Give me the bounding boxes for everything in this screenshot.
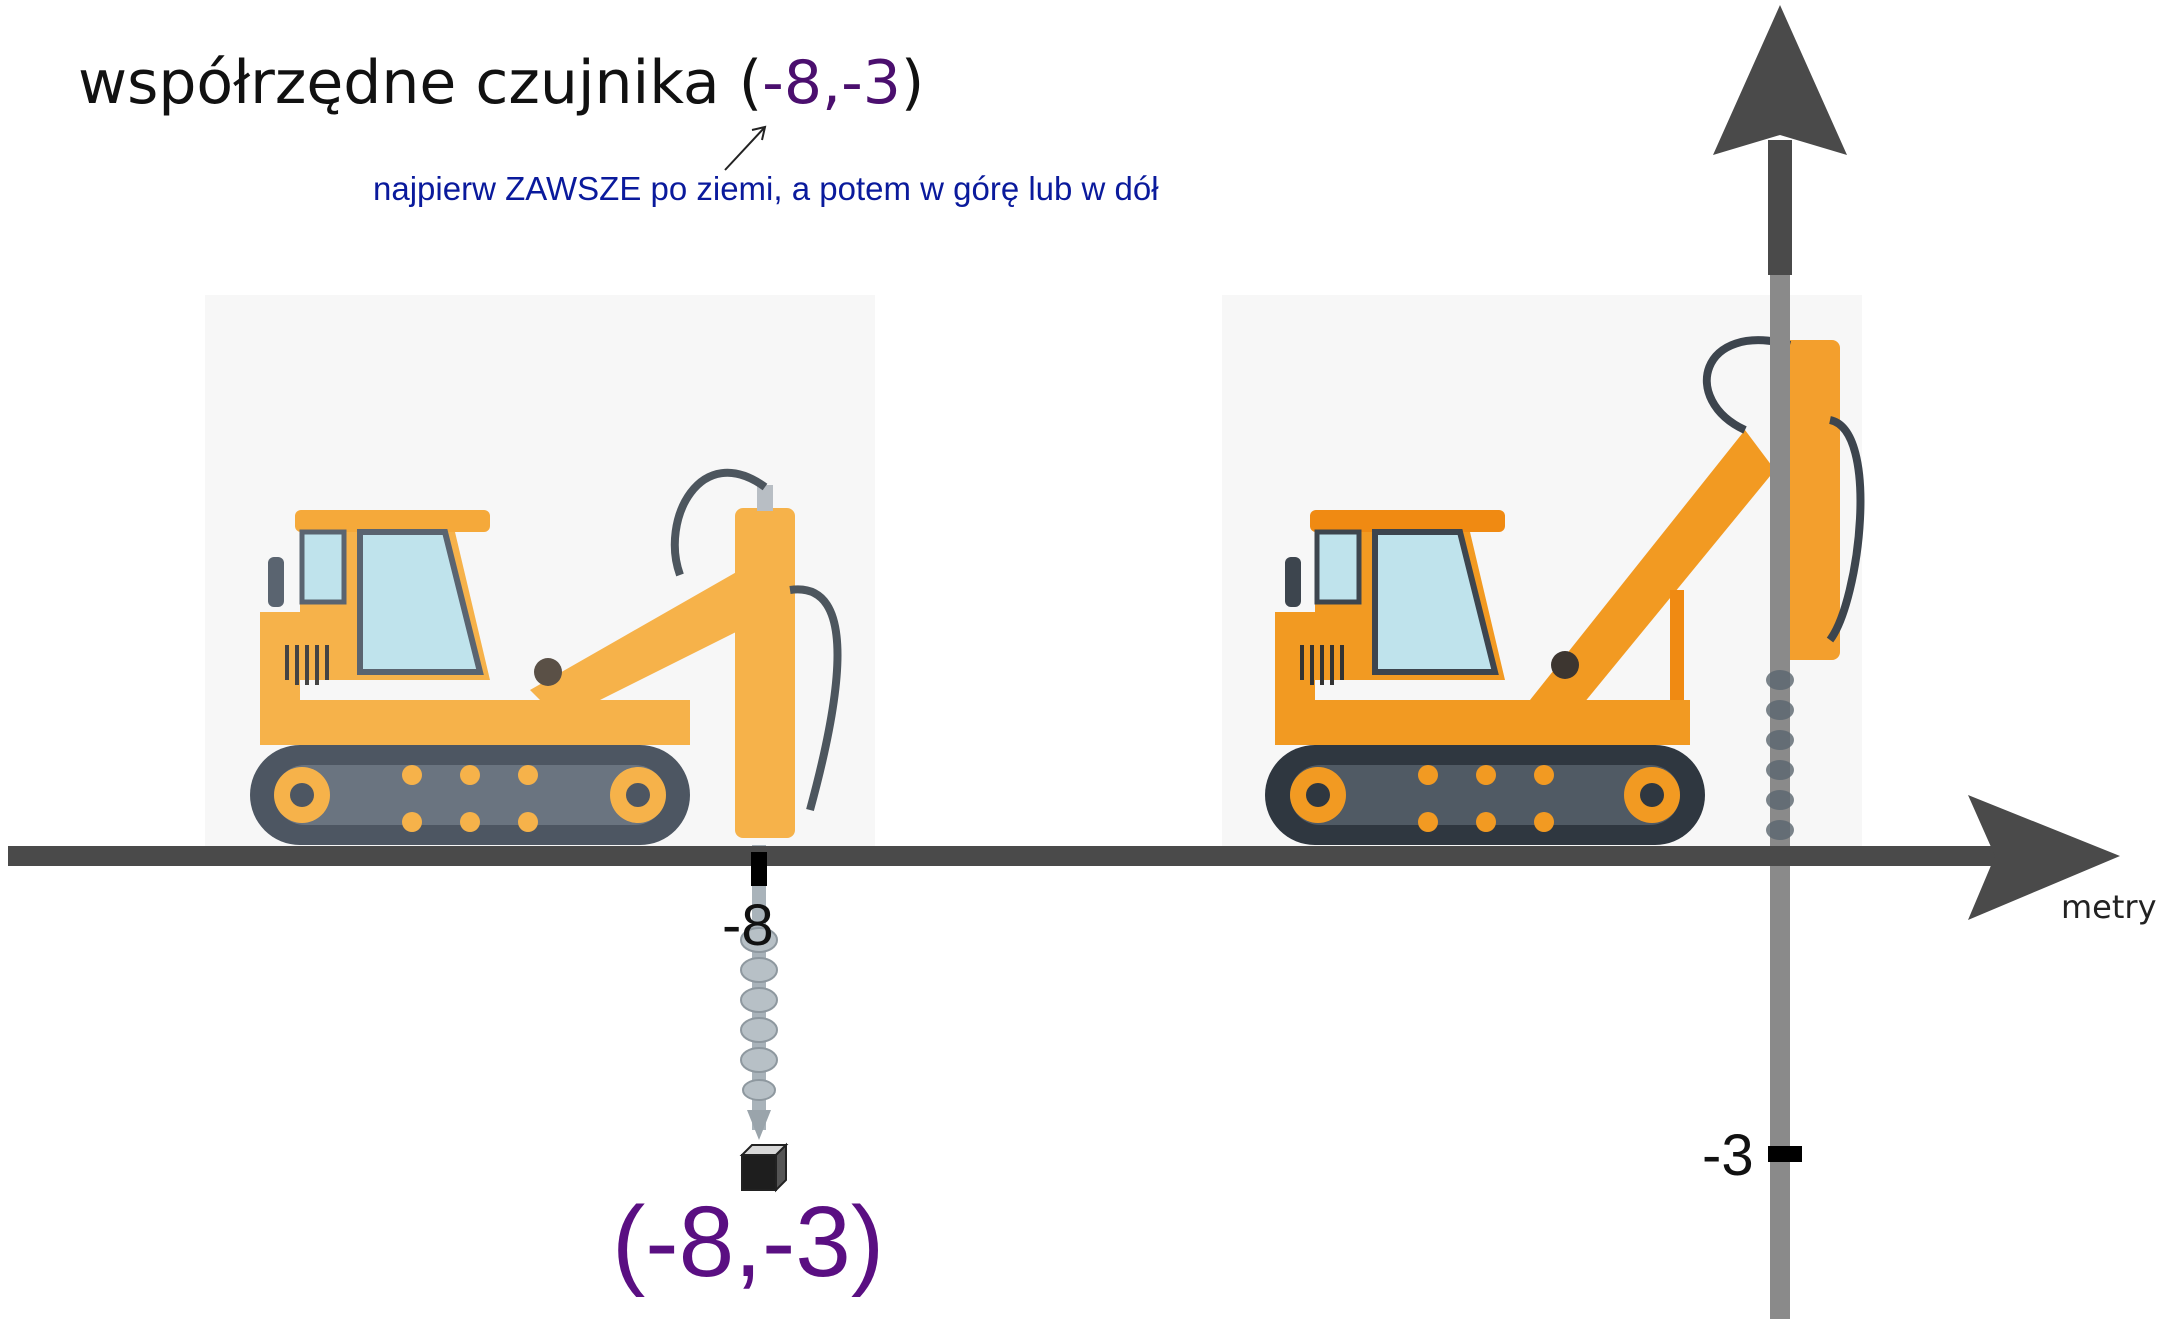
x-axis-unit-label: metry [2061, 888, 2157, 926]
right-auger [1766, 670, 1794, 840]
y-tick-label: -3 [1702, 1123, 1754, 1188]
point-coordinate-label: (-8,-3) [612, 1186, 885, 1298]
title-suffix: ) [900, 48, 925, 118]
right-drilling-machine [1265, 336, 1865, 845]
x-axis [8, 846, 1998, 866]
x-tick-label: -8 [722, 893, 774, 958]
y-tick-mark [1768, 1146, 1802, 1162]
annotation-arrow [724, 125, 767, 171]
x-tick-mark [751, 852, 767, 886]
x-axis-arrowhead [1968, 795, 2120, 920]
left-drilling-machine [250, 468, 842, 845]
page-title: współrzędne czujnika (-8,-3) [78, 48, 924, 118]
y-axis-upper [1768, 140, 1792, 275]
y-axis-arrowhead [1713, 5, 1847, 155]
title-prefix: współrzędne czujnika ( [78, 48, 763, 118]
title-coordinates: -8,-3 [762, 48, 901, 118]
instruction-note: najpierw ZAWSZE po ziemi, a potem w górę… [373, 170, 1159, 207]
sensor-cube [739, 1142, 789, 1193]
drill-auger [740, 845, 778, 1140]
